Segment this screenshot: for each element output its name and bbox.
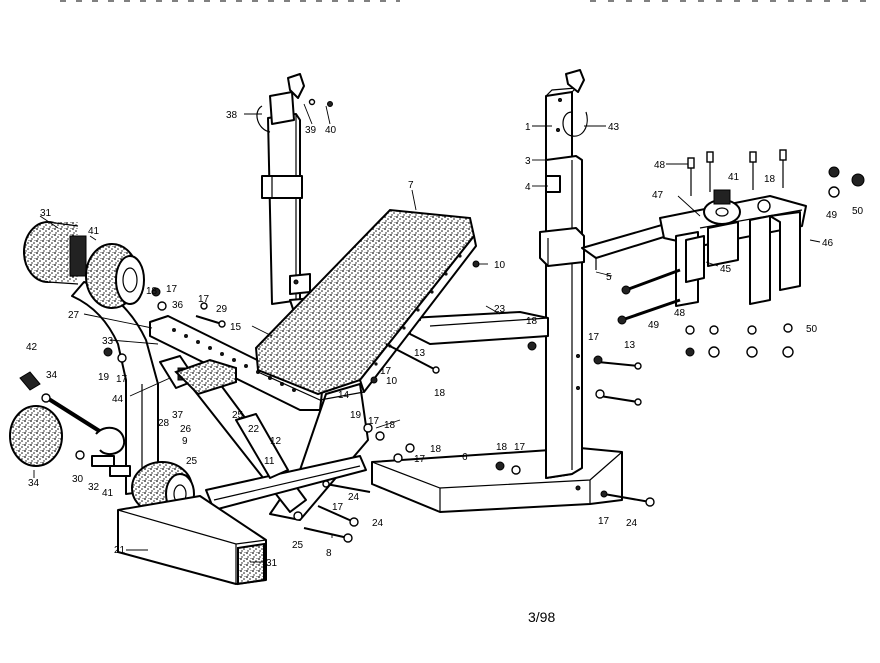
- foot-roll-pads-upper: [23, 221, 145, 309]
- callout-49-top: 49: [826, 210, 838, 221]
- callout-17-base: 17: [514, 442, 526, 453]
- callout-43: 43: [608, 122, 620, 133]
- hardware-fasteners: [103, 98, 865, 543]
- leader-lines: [33, 103, 821, 563]
- callout-45: 45: [720, 264, 732, 275]
- callout-37: 37: [172, 410, 184, 421]
- callout-11: 11: [264, 456, 275, 467]
- callout-41-top: 41: [728, 172, 740, 183]
- callout-3: 3: [525, 156, 531, 167]
- drawing-code: 3/98: [528, 609, 555, 625]
- callout-17-f: 17: [332, 502, 344, 513]
- callout-46: 46: [822, 238, 834, 249]
- callout-7: 7: [408, 180, 414, 191]
- callout-18-mid: 18: [430, 444, 442, 455]
- callout-18-base: 18: [496, 442, 508, 453]
- callout-25-a: 25: [232, 410, 244, 421]
- callout-18-center: 18: [384, 420, 396, 431]
- callout-49-lower: 50: [806, 324, 818, 335]
- callout-22: 22: [248, 424, 260, 435]
- callout-44: 44: [112, 394, 124, 405]
- callout-42: 42: [26, 342, 38, 353]
- base-frame: [371, 447, 623, 513]
- callout-41-right: 48: [674, 308, 686, 319]
- callout-48-top: 48: [654, 160, 666, 171]
- callout-19-left: 19: [98, 372, 110, 383]
- callout-25-c: 8: [326, 548, 332, 559]
- callout-12: 12: [270, 436, 282, 447]
- callout-17-c: 17: [116, 374, 128, 385]
- left-upright: [256, 73, 311, 305]
- callout-36: 36: [172, 300, 184, 311]
- callout-24-right: 24: [626, 518, 638, 529]
- callout-31-top: 31: [40, 208, 52, 219]
- callout-13-right: 13: [624, 340, 636, 351]
- callout-13-center: 13: [414, 348, 426, 359]
- back-pad: [254, 208, 477, 401]
- part-callouts: 38 39 40 1 43 3 4 7 48 41 18 49 50 47 46…: [26, 110, 864, 569]
- callout-18-e: 18: [434, 388, 446, 399]
- callout-17-right-base: 17: [598, 516, 610, 527]
- callout-29: 29: [216, 304, 228, 315]
- callout-23: 23: [494, 304, 506, 315]
- callout-9: 9: [182, 436, 188, 447]
- callout-17-center: 17: [368, 416, 380, 427]
- callout-47: 47: [652, 190, 664, 201]
- callout-21: 31: [266, 558, 278, 569]
- callout-19-center: 19: [350, 410, 362, 421]
- callout-50-top: 50: [852, 206, 864, 217]
- callout-8: 21: [114, 545, 126, 556]
- callout-27: 27: [68, 310, 80, 321]
- weight-storage-bracket: [659, 189, 807, 307]
- callout-5: 5: [606, 272, 612, 283]
- callout-25-b: 25: [186, 456, 198, 467]
- callout-30: 32: [88, 482, 100, 493]
- callout-40: 40: [325, 125, 337, 136]
- callout-17-g: 25: [292, 540, 304, 551]
- callout-6: 6: [462, 452, 468, 463]
- callout-31-lower: 34: [28, 478, 40, 489]
- callout-18-left: 18: [146, 286, 158, 297]
- right-upright: [539, 69, 588, 479]
- callout-17-b: 17: [198, 294, 210, 305]
- callout-41-left: 41: [88, 226, 100, 237]
- callout-17-left: 17: [166, 284, 178, 295]
- callout-33: 33: [102, 336, 114, 347]
- callout-24-b: 24: [372, 518, 384, 529]
- callout-38: 38: [226, 110, 238, 121]
- callout-39: 39: [305, 125, 317, 136]
- callout-10-lower: 10: [386, 376, 398, 387]
- callout-1: 1: [525, 122, 531, 133]
- callout-26: 26: [180, 424, 192, 435]
- callout-10-upper: 10: [494, 260, 506, 271]
- callout-34-lower: 30: [72, 474, 84, 485]
- callout-17-d: 17: [380, 366, 392, 377]
- callout-17-right: 17: [588, 332, 600, 343]
- callout-17-e: 17: [414, 454, 426, 465]
- callout-48-lower: 49: [648, 320, 660, 331]
- callout-28: 28: [158, 418, 170, 429]
- seat-pad: [174, 358, 237, 396]
- callout-32: 41: [102, 488, 114, 499]
- callout-18-top: 18: [764, 174, 776, 185]
- callout-18-cross: 18: [526, 316, 538, 327]
- callout-34-top: 34: [46, 370, 58, 381]
- front-stabilizer: [117, 495, 267, 586]
- callout-4: 4: [525, 182, 531, 193]
- callout-14: 14: [338, 390, 350, 401]
- callout-24-a: 24: [348, 492, 360, 503]
- callout-15: 15: [230, 322, 242, 333]
